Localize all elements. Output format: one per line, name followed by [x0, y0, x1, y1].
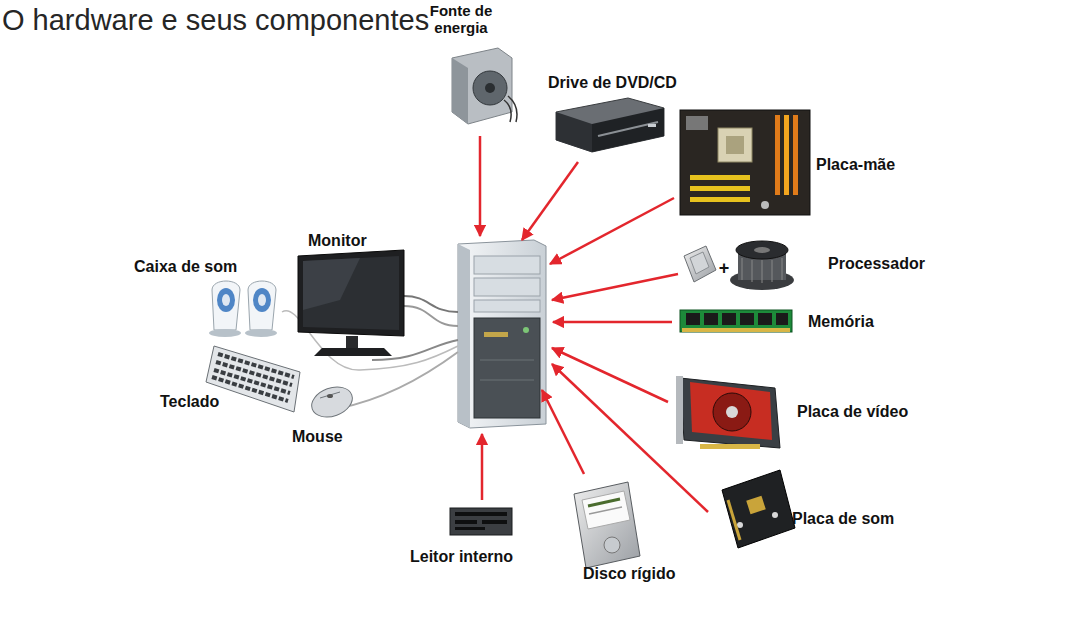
- keyboard-picture: [206, 346, 300, 412]
- component-label: Monitor: [308, 232, 367, 250]
- component-label: Disco rígido: [583, 565, 675, 583]
- component-label: Placa de som: [792, 510, 894, 528]
- computer-tower-picture: [458, 240, 546, 428]
- component-label: Caixa de som: [134, 258, 237, 276]
- cooler-picture: [730, 241, 794, 290]
- component-label: Fonte de energia: [424, 2, 498, 37]
- monitor-picture: [282, 250, 458, 408]
- component-label: Drive de DVD/CD: [548, 74, 677, 92]
- page-title: O hardware e seus componentes: [2, 4, 429, 37]
- motherboard-picture: [680, 110, 810, 215]
- sound-card-picture: [722, 470, 795, 548]
- video-card-picture: [676, 376, 780, 449]
- power-supply-picture: [452, 48, 517, 124]
- hard-disk-picture: [574, 482, 640, 568]
- component-label: Mouse: [292, 428, 343, 446]
- component-label: Placa-mãe: [816, 156, 895, 174]
- component-label: Processador: [828, 255, 925, 273]
- speakers-picture: [209, 281, 277, 337]
- component-label: Teclado: [160, 393, 219, 411]
- component-label: +: [718, 258, 730, 279]
- mouse-picture: [307, 382, 356, 423]
- processor-picture: [684, 246, 716, 282]
- dvd-drive-picture: [556, 98, 664, 152]
- component-label: Leitor interno: [410, 548, 513, 566]
- card-reader-picture: [450, 508, 512, 535]
- memory-picture: [680, 310, 792, 332]
- component-label: Memória: [808, 313, 874, 331]
- component-label: Placa de vídeo: [797, 403, 908, 421]
- red-arrows: [480, 136, 708, 512]
